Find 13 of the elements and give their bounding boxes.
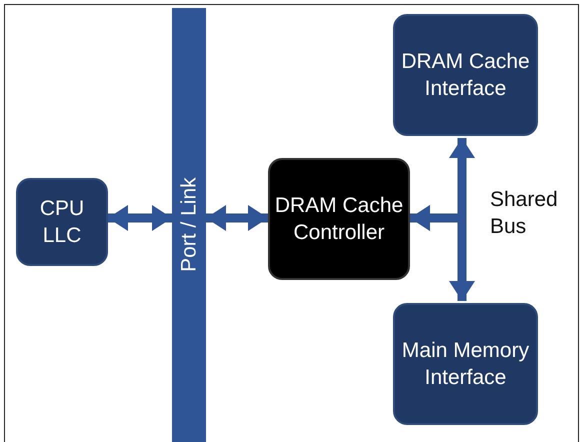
process-box <box>393 14 538 136</box>
process-box <box>16 178 108 266</box>
node-label: Main Memory Interface <box>400 338 530 391</box>
process-box <box>393 303 538 425</box>
node-label: DRAM Cache Controller <box>274 192 404 246</box>
node-label: CPU LLC <box>38 196 86 249</box>
process-box <box>268 158 410 280</box>
bus-label: Shared Bus <box>490 187 559 240</box>
double-arrow <box>108 205 172 231</box>
node-label: DRAM Cache Interface <box>400 48 531 102</box>
double-arrow <box>206 205 268 231</box>
node-label: Port / Link <box>176 178 202 272</box>
port-bar <box>172 8 206 442</box>
